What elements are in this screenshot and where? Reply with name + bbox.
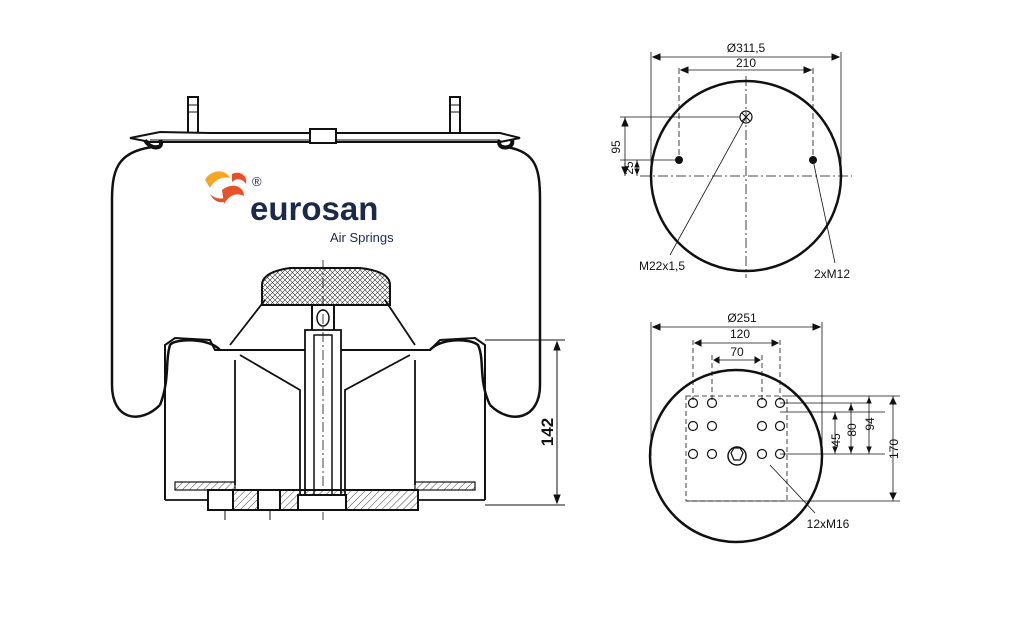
bottom-holes-label: 12xM16 [807,517,850,531]
height-dimension [485,339,565,506]
bumper [261,267,391,306]
center-fitting [727,446,747,466]
side-view [110,96,565,520]
mounting-stud-left [187,96,199,134]
brand-logo: ® eurosan Air Springs [205,171,394,245]
mounting-stud-right [449,96,461,134]
top-plate-view [620,52,852,278]
bottom-width-120-label: 120 [730,327,750,341]
top-offset-25-label: 25 [622,161,636,175]
top-offset-95-label: 95 [609,140,623,154]
bottom-height-94-label: 94 [863,417,877,431]
top-center-nut [309,128,337,144]
bottom-width-70-label: 70 [730,345,744,359]
bottom-height-80-label: 80 [845,423,859,437]
bottom-height-45-label: 45 [829,433,843,447]
bellows [110,144,542,418]
bottom-diameter-label: Ø251 [727,311,757,325]
height-label: 142 [538,418,557,446]
bottom-plate-view [648,322,900,544]
bolt-hole-grid [687,397,786,460]
logo-mark-icon [205,171,247,204]
registered-mark: ® [252,174,262,189]
bolt-hole-left [675,156,683,164]
top-diameter-label: Ø311,5 [727,41,766,55]
brand-tagline: Air Springs [330,230,394,245]
brand-name: eurosan [250,190,378,227]
top-thread-label: M22x1,5 [639,259,685,273]
top-bolts-label: 2xM12 [814,267,850,281]
bottom-height-170-label: 170 [887,439,901,459]
top-bolt-spacing-label: 210 [736,56,756,70]
